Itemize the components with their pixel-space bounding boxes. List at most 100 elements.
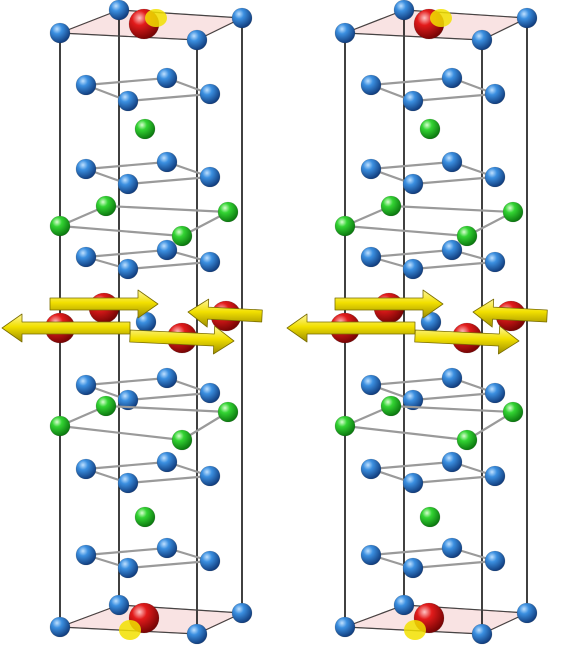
green-atom: [502, 201, 524, 223]
bond: [389, 204, 515, 214]
bond: [126, 391, 212, 402]
spin-lobe: [404, 620, 426, 640]
blue-atom: [156, 537, 178, 559]
blue-atom: [199, 382, 221, 404]
blue-atom: [186, 29, 208, 51]
spin-arrow: [49, 289, 159, 319]
blue-atom: [199, 251, 221, 273]
blue-atom: [156, 67, 178, 89]
bond: [126, 260, 212, 271]
blue-atom: [117, 389, 139, 411]
green-atom: [380, 195, 402, 217]
cell-edge: [344, 604, 405, 628]
blue-atom: [441, 537, 463, 559]
blue-atom: [108, 0, 130, 21]
blue-atom: [484, 83, 506, 105]
blue-atom: [471, 623, 493, 645]
bond: [411, 474, 497, 485]
bond: [369, 460, 454, 471]
blue-atom: [393, 594, 415, 616]
blue-atom: [75, 374, 97, 396]
bond: [369, 546, 454, 557]
bond: [369, 248, 454, 259]
bond: [84, 460, 169, 471]
spin-lobe: [145, 9, 167, 27]
spin-lobe: [430, 9, 452, 27]
green-atom: [95, 195, 117, 217]
bond: [343, 424, 469, 442]
blue-atom: [471, 29, 493, 51]
blue-atom: [156, 367, 178, 389]
blue-atom: [393, 0, 415, 21]
blue-atom: [441, 151, 463, 173]
blue-atom: [360, 246, 382, 268]
blue-atom: [484, 382, 506, 404]
spin-arrow: [414, 325, 520, 355]
blue-atom: [360, 544, 382, 566]
bond: [104, 204, 230, 214]
blue-atom: [360, 374, 382, 396]
blue-atom: [117, 90, 139, 112]
bond: [58, 224, 184, 238]
green-atom: [217, 401, 239, 423]
cell-edge: [344, 32, 483, 41]
green-atom: [171, 429, 193, 451]
blue-atom: [199, 83, 221, 105]
blue-atom: [117, 557, 139, 579]
bond: [104, 404, 230, 414]
spin-arrow: [334, 289, 444, 319]
blue-atom: [199, 465, 221, 487]
bond: [126, 92, 212, 103]
cell-edge: [59, 9, 120, 34]
bond: [84, 546, 169, 557]
blue-atom: [199, 166, 221, 188]
blue-atom: [484, 166, 506, 188]
structure-panel-left: [1, 0, 263, 645]
bond: [411, 260, 497, 271]
blue-atom: [484, 465, 506, 487]
green-atom: [456, 429, 478, 451]
green-atom: [334, 215, 356, 237]
blue-atom: [441, 67, 463, 89]
green-atom: [134, 506, 156, 528]
bond: [369, 76, 454, 87]
blue-atom: [402, 258, 424, 280]
structure-panel-right: [286, 0, 548, 645]
bond: [84, 160, 169, 171]
blue-atom: [360, 458, 382, 480]
blue-atom: [402, 472, 424, 494]
blue-atom: [334, 22, 356, 44]
blue-atom: [75, 544, 97, 566]
spin-arrow: [187, 298, 263, 328]
green-atom: [134, 118, 156, 140]
blue-atom: [334, 616, 356, 638]
blue-atom: [117, 173, 139, 195]
blue-atom: [75, 158, 97, 180]
green-atom: [502, 401, 524, 423]
blue-atom: [156, 239, 178, 261]
green-atom: [171, 225, 193, 247]
cell-edge: [59, 604, 120, 628]
green-atom: [380, 395, 402, 417]
green-atom: [95, 395, 117, 417]
blue-atom: [108, 594, 130, 616]
green-atom: [217, 201, 239, 223]
blue-atom: [186, 623, 208, 645]
blue-atom: [75, 74, 97, 96]
blue-atom: [484, 251, 506, 273]
blue-atom: [441, 239, 463, 261]
blue-atom: [484, 550, 506, 572]
bond: [126, 474, 212, 485]
blue-atom: [402, 173, 424, 195]
bond: [84, 248, 169, 259]
cell-edge: [344, 9, 405, 34]
blue-atom: [231, 7, 253, 29]
blue-atom: [360, 74, 382, 96]
spin-arrow: [472, 298, 548, 328]
bond: [389, 404, 515, 414]
blue-atom: [49, 616, 71, 638]
spin-arrow: [1, 313, 131, 343]
blue-atom: [441, 367, 463, 389]
blue-atom: [117, 472, 139, 494]
